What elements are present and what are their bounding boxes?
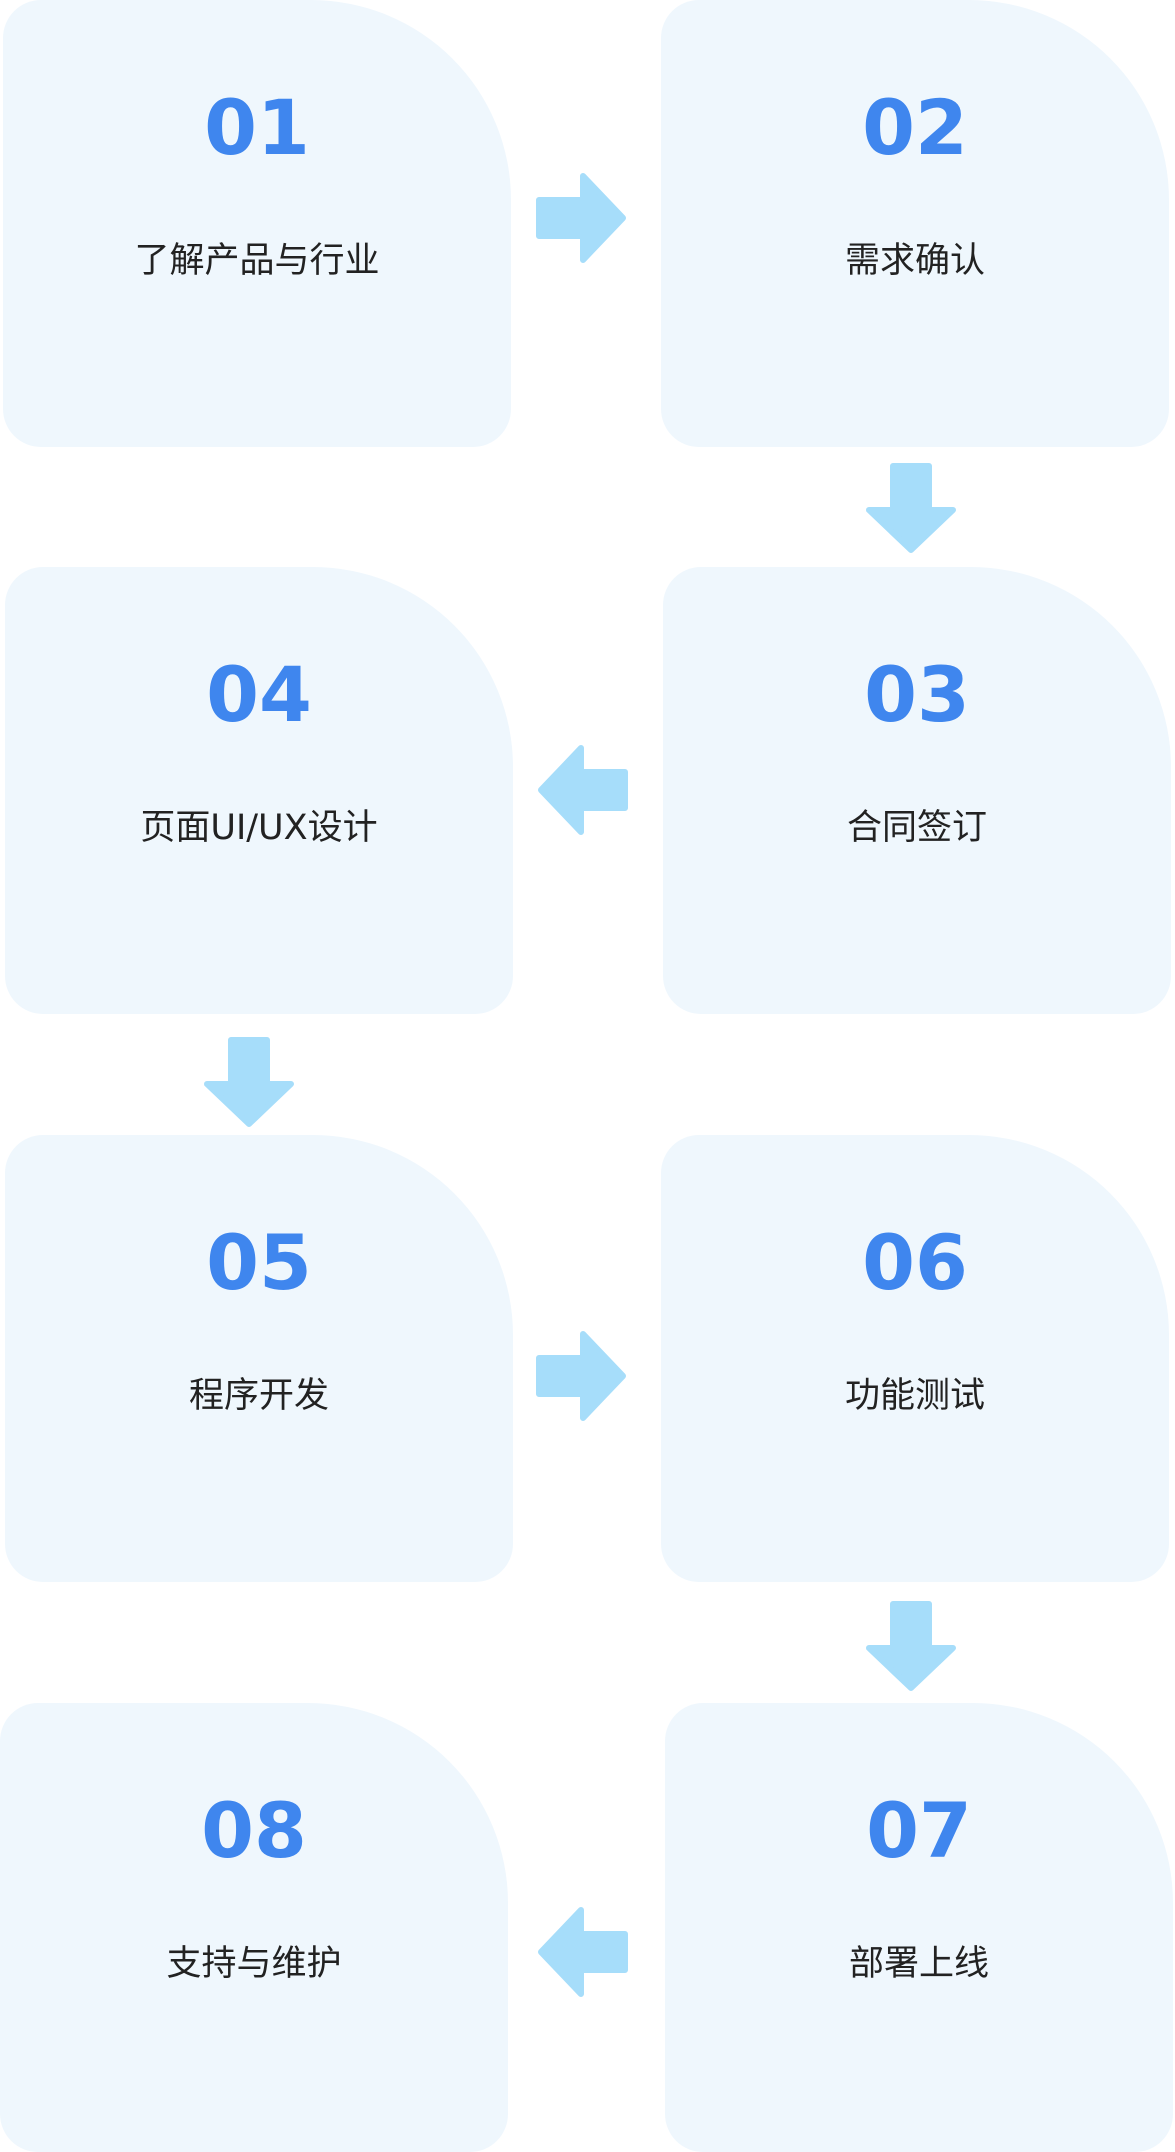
step-label: 需求确认	[844, 241, 985, 281]
arrow-down-icon	[865, 1600, 957, 1692]
arrow-right-icon	[535, 1330, 627, 1422]
step-label: 功能测试	[844, 1376, 985, 1416]
step-number: 04	[206, 650, 312, 739]
step-number: 08	[201, 1786, 307, 1875]
step-card-06: 06 功能测试	[661, 1135, 1169, 1582]
step-number: 05	[206, 1218, 312, 1307]
step-card-04: 04 页面UI/UX设计	[5, 567, 513, 1014]
arrow-down-icon	[865, 462, 957, 554]
step-card-01: 01 了解产品与行业	[3, 0, 511, 447]
arrow-left-icon	[537, 744, 629, 836]
step-card-03: 03 合同签订	[663, 567, 1171, 1014]
step-label: 程序开发	[188, 1376, 329, 1416]
step-label: 支持与维护	[166, 1944, 342, 1984]
step-label: 了解产品与行业	[134, 241, 380, 281]
step-number: 02	[862, 83, 968, 172]
step-number: 03	[864, 650, 970, 739]
arrow-left-icon	[537, 1906, 629, 1998]
step-label: 部署上线	[848, 1944, 989, 1984]
step-label: 合同签订	[846, 808, 987, 848]
step-card-08: 08 支持与维护	[0, 1703, 508, 2152]
arrow-down-icon	[203, 1036, 295, 1128]
step-card-07: 07 部署上线	[665, 1703, 1173, 2152]
step-number: 06	[862, 1218, 968, 1307]
step-label: 页面UI/UX设计	[140, 808, 378, 848]
step-number: 07	[866, 1786, 972, 1875]
step-card-05: 05 程序开发	[5, 1135, 513, 1582]
arrow-right-icon	[535, 172, 627, 264]
step-card-02: 02 需求确认	[661, 0, 1169, 447]
step-number: 01	[204, 83, 310, 172]
